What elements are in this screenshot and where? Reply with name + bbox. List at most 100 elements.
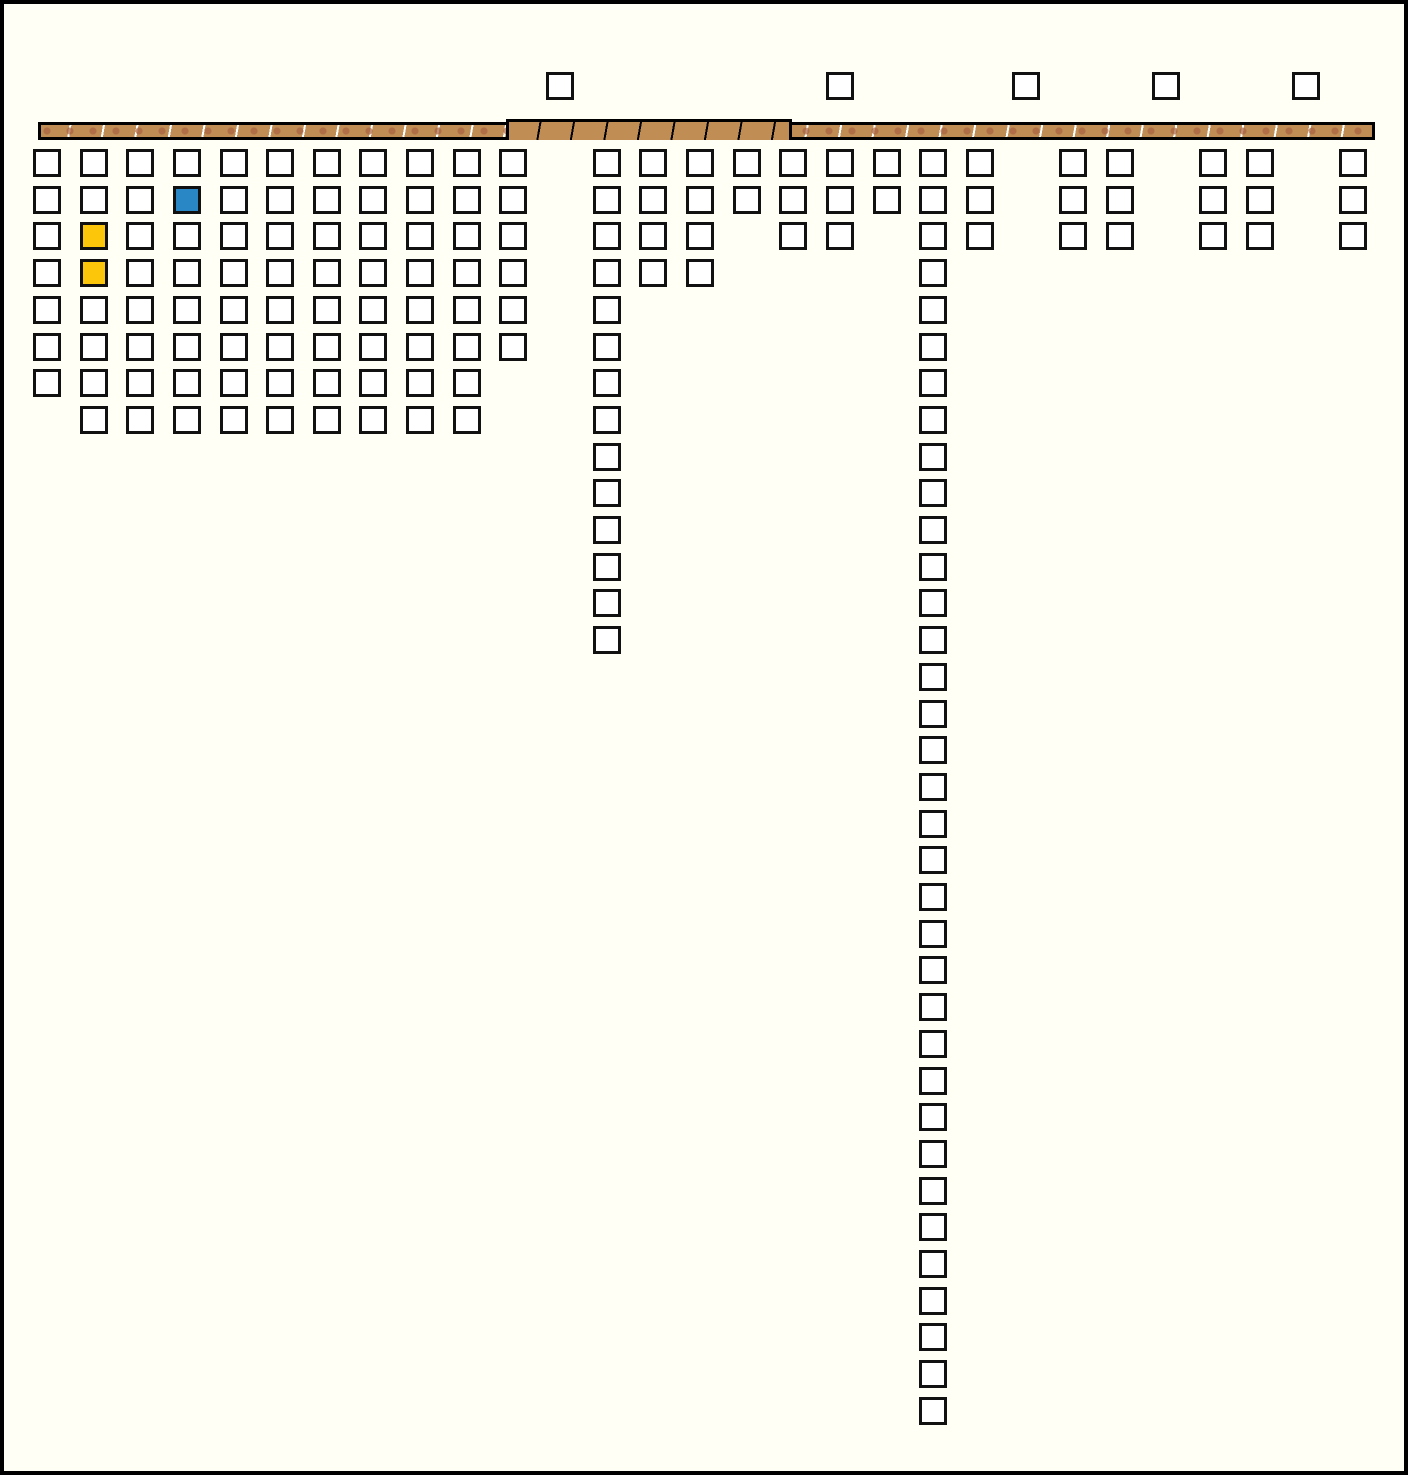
grid-cell[interactable] (919, 919, 948, 948)
grid-cell[interactable] (919, 1286, 948, 1315)
grid-cell[interactable] (732, 149, 761, 177)
grid-cell[interactable] (126, 149, 155, 177)
grid-cell[interactable] (965, 149, 994, 177)
grid-cell[interactable] (406, 259, 435, 288)
grid-cell[interactable] (312, 259, 341, 288)
grid-cell[interactable] (266, 259, 295, 288)
grid-cell[interactable] (452, 405, 481, 434)
grid-cell[interactable] (312, 149, 341, 177)
grid-cell[interactable] (266, 222, 295, 251)
grid-cell[interactable] (79, 369, 108, 398)
grid-cell[interactable] (919, 405, 948, 434)
grid-cell[interactable] (172, 332, 201, 361)
grid-cell[interactable] (359, 259, 388, 288)
grid-cell[interactable] (79, 295, 108, 324)
grid-cell[interactable] (452, 369, 481, 398)
top-slot-cell[interactable] (546, 72, 575, 100)
grid-cell[interactable] (1199, 185, 1227, 214)
grid-cell[interactable] (919, 1066, 948, 1095)
grid-cell[interactable] (33, 369, 61, 398)
grid-cell[interactable] (1199, 149, 1227, 177)
grid-cell[interactable] (359, 332, 388, 361)
grid-cell[interactable] (592, 442, 621, 471)
grid-cell[interactable] (919, 1323, 948, 1352)
grid-cell[interactable] (266, 369, 295, 398)
grid-cell[interactable] (592, 259, 621, 288)
grid-cell[interactable] (406, 149, 435, 177)
grid-cell[interactable] (685, 185, 714, 214)
grid-cell[interactable] (919, 1213, 948, 1242)
grid-cell[interactable] (1338, 185, 1367, 214)
grid-cell[interactable] (592, 149, 621, 177)
grid-cell[interactable] (919, 736, 948, 765)
grid-cell[interactable] (452, 259, 481, 288)
grid-cell[interactable] (919, 295, 948, 324)
grid-cell[interactable] (79, 185, 108, 214)
grid-cell[interactable] (406, 222, 435, 251)
grid-cell[interactable] (406, 369, 435, 398)
grid-cell[interactable] (592, 552, 621, 581)
grid-cell[interactable] (79, 332, 108, 361)
grid-cell[interactable] (1338, 149, 1367, 177)
grid-cell[interactable] (452, 295, 481, 324)
grid-cell[interactable] (919, 1103, 948, 1132)
grid-cell[interactable] (685, 222, 714, 251)
grid-cell[interactable] (639, 185, 668, 214)
grid-cell[interactable] (919, 699, 948, 728)
grid-cell[interactable] (219, 185, 248, 214)
grid-cell[interactable] (499, 149, 528, 177)
grid-cell[interactable] (1199, 222, 1227, 251)
grid-cell[interactable] (965, 222, 994, 251)
grid-cell[interactable] (685, 149, 714, 177)
grid-cell[interactable] (126, 185, 155, 214)
grid-cell[interactable] (1245, 149, 1274, 177)
grid-cell[interactable] (779, 149, 808, 177)
grid-cell[interactable] (685, 259, 714, 288)
grid-cell[interactable] (592, 479, 621, 508)
grid-cell[interactable] (359, 369, 388, 398)
grid-cell[interactable] (359, 185, 388, 214)
grid-cell[interactable] (172, 405, 201, 434)
grid-cell[interactable] (312, 405, 341, 434)
grid-cell[interactable] (825, 222, 854, 251)
grid-cell[interactable] (406, 405, 435, 434)
grid-cell[interactable] (33, 332, 61, 361)
grid-cell[interactable] (499, 222, 528, 251)
grid-cell[interactable] (499, 185, 528, 214)
grid-cell[interactable] (919, 442, 948, 471)
top-slot-cell[interactable] (1012, 72, 1041, 100)
grid-cell[interactable] (359, 149, 388, 177)
grid-cell[interactable] (126, 405, 155, 434)
grid-cell[interactable] (639, 149, 668, 177)
grid-cell[interactable] (1245, 185, 1274, 214)
grid-cell[interactable] (1245, 222, 1274, 251)
grid-cell[interactable] (172, 295, 201, 324)
grid-cell[interactable] (919, 883, 948, 911)
grid-cell[interactable] (126, 369, 155, 398)
grid-cell[interactable] (919, 259, 948, 288)
grid-cell[interactable] (266, 405, 295, 434)
grid-cell[interactable] (639, 222, 668, 251)
grid-cell[interactable] (219, 222, 248, 251)
grid-cell[interactable] (919, 516, 948, 544)
grid-cell[interactable] (312, 185, 341, 214)
grid-cell[interactable] (592, 589, 621, 618)
grid-cell[interactable] (406, 332, 435, 361)
grid-cell[interactable] (312, 369, 341, 398)
grid-cell[interactable] (825, 185, 854, 214)
grid-cell[interactable] (919, 1139, 948, 1168)
grid-cell[interactable] (919, 809, 948, 838)
grid-cell[interactable] (406, 185, 435, 214)
grid-cell[interactable] (219, 295, 248, 324)
grid-cell[interactable] (219, 259, 248, 288)
grid-cell[interactable] (172, 259, 201, 288)
grid-cell[interactable] (779, 185, 808, 214)
grid-cell[interactable] (452, 185, 481, 214)
grid-cell[interactable] (919, 589, 948, 618)
grid-cell[interactable] (33, 149, 61, 177)
grid-cell[interactable] (219, 332, 248, 361)
grid-cell[interactable] (499, 259, 528, 288)
grid-cell[interactable] (919, 772, 948, 801)
grid-cell[interactable] (872, 149, 901, 177)
grid-cell[interactable] (312, 295, 341, 324)
